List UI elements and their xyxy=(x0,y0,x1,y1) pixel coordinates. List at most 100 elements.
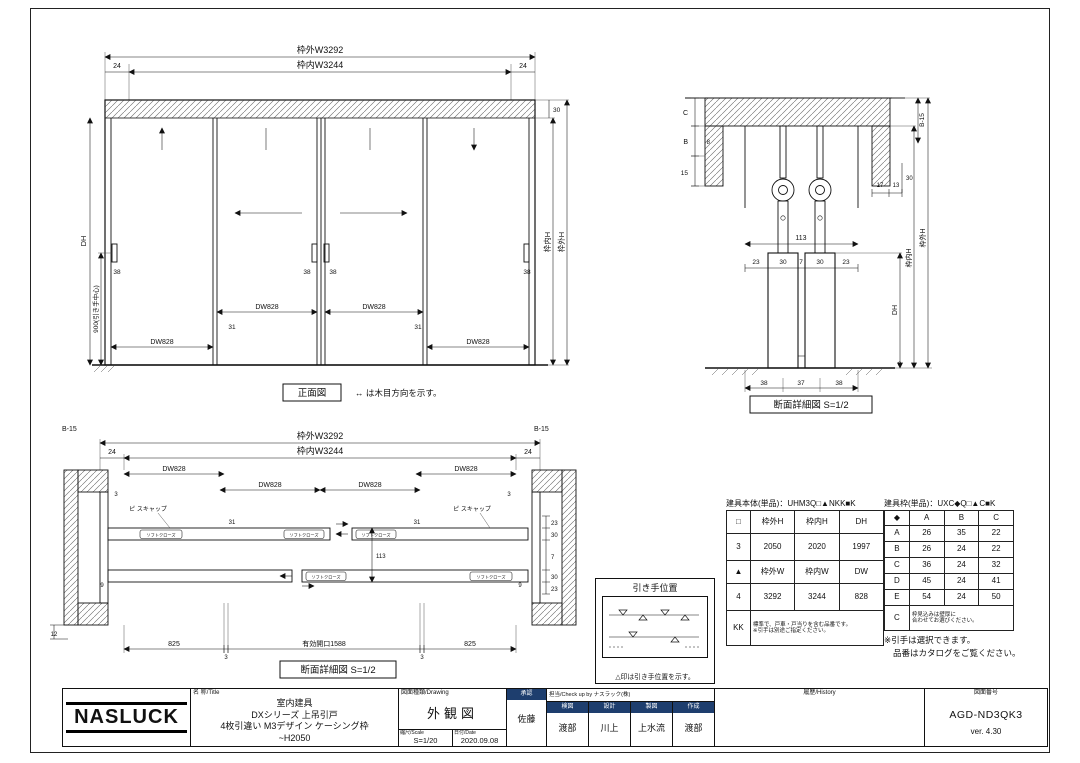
dim-dh: DH xyxy=(892,305,899,315)
dim-24-left: 24 xyxy=(108,449,116,456)
approver-cell: 承認 佐藤 xyxy=(507,689,547,746)
hanger-rail xyxy=(779,125,787,179)
soft-close-label: ソフトクローズ xyxy=(146,531,175,538)
cell: 35 xyxy=(943,525,980,542)
handle-box-title: 引き手位置 xyxy=(632,583,678,593)
cell: 枠内H xyxy=(794,510,840,534)
dim-30: 30 xyxy=(779,259,787,266)
cell: 26 xyxy=(908,541,945,558)
cell: DW xyxy=(838,560,885,584)
left-casing-bottom xyxy=(77,602,109,626)
dim-9: 9 xyxy=(518,583,522,589)
soft-close-label: ソフトクローズ xyxy=(476,573,505,580)
dim-c: C xyxy=(683,110,688,117)
cell: 1997 xyxy=(838,533,885,561)
dim-30: 30 xyxy=(553,107,561,114)
door-section xyxy=(804,252,836,369)
cell: B xyxy=(884,541,910,558)
dim-3: 3 xyxy=(507,492,511,498)
dim-113: 113 xyxy=(376,554,386,560)
dim-dw828: DW828 xyxy=(255,304,278,311)
cell: 36 xyxy=(908,557,945,574)
cell: 24 xyxy=(943,557,980,574)
dim-30: 30 xyxy=(816,259,824,266)
floor-guide xyxy=(797,355,806,369)
drawing-version: ver. 4.30 xyxy=(970,727,1002,736)
title-cell: 名 称/Title 室内建具 DXシリーズ 上吊引戸 4枚引違い M3デザイン … xyxy=(191,689,399,746)
handle-mark-triangle xyxy=(628,631,638,638)
door-plan xyxy=(301,569,529,583)
cell: 45 xyxy=(908,573,945,590)
cell: 枠外H xyxy=(749,510,796,534)
dim-38: 38 xyxy=(329,269,337,276)
handle-box-diagram xyxy=(602,596,708,658)
cell: □ xyxy=(726,510,751,534)
dim-8: 8 xyxy=(707,140,711,146)
grain-note: ↔ は木目方向を示す。 xyxy=(355,388,442,398)
cell: 22 xyxy=(978,541,1014,558)
dim-31: 31 xyxy=(229,520,236,526)
cell: ▲ xyxy=(726,560,751,584)
front-elevation-view: 枠外W3292 枠内W3244 24 24 38 38 38 38 DW828 … xyxy=(40,28,620,413)
cell: E xyxy=(884,589,910,606)
dim-30: 30 xyxy=(551,533,558,539)
cell: D xyxy=(884,573,910,590)
dim-3: 3 xyxy=(224,655,228,661)
cell: 3292 xyxy=(749,583,796,611)
roller-wheel xyxy=(808,178,832,202)
dim-30: 30 xyxy=(551,575,558,581)
date-cell: 日付/Date 2020.09.08 xyxy=(453,730,506,746)
dim-b: B xyxy=(683,139,688,146)
cell: A xyxy=(908,510,945,526)
checker-header: 検図 xyxy=(547,702,588,713)
frame-note-2: 合わせてお選びください。 xyxy=(911,618,978,624)
cell: C xyxy=(884,557,910,574)
checker-name: 川上 xyxy=(600,723,619,733)
dim-24-right: 24 xyxy=(519,63,527,70)
hanger-bracket xyxy=(814,200,826,254)
scale-header: 縮尺/Scale xyxy=(400,730,424,736)
product-title-line3: 4枚引違い M3デザイン ケーシング枠 xyxy=(220,721,369,732)
door-handle xyxy=(311,243,318,263)
title-block: NASLUCK 名 称/Title 室内建具 DXシリーズ 上吊引戸 4枚引違い… xyxy=(62,688,1048,747)
dim-outer-width: 枠外W3292 xyxy=(297,430,344,441)
handle-box-note: △印は引き手位置を示す。 xyxy=(615,674,695,681)
checker-header: 製図 xyxy=(631,702,672,713)
top-frame-beam xyxy=(704,97,891,127)
right-casing-bottom xyxy=(531,602,563,626)
cell: 3 xyxy=(726,533,751,561)
cell: 枠内W xyxy=(794,560,840,584)
cell: KK xyxy=(726,610,751,646)
body-spec-table: □ 枠外H 枠内H DH 3 2050 2020 1997 ▲ 枠外W 枠内W … xyxy=(726,510,885,646)
drawing-type-value: 外観図 xyxy=(426,706,478,721)
cell: 2050 xyxy=(749,533,796,561)
select-note-2: 品番はカタログをご覧ください。 xyxy=(893,648,1021,659)
kk-note-cell: 標準で、戸車・戸当りを含む品番です。 ※引手は別途ご指定ください。 xyxy=(749,610,885,646)
cell: 32 xyxy=(978,557,1014,574)
dim-23: 23 xyxy=(752,259,760,266)
frame-spec-table-wrap: 建具枠(単品)：UXC◆Q□▲C■K ◆ A B C A 26 35 22 B … xyxy=(884,498,1015,631)
cell: 24 xyxy=(943,573,980,590)
dim-inner-height: 枠内H xyxy=(904,248,913,267)
dim-825: 825 xyxy=(168,641,180,648)
section-caption: 断面詳細図 S=1/2 xyxy=(773,399,848,411)
dim-38: 38 xyxy=(303,269,311,276)
scale-cell: 縮尺/Scale S=1/20 xyxy=(399,730,453,746)
front-view-caption: 正面図 xyxy=(298,388,327,399)
plan-caption: 断面詳細図 S=1/2 xyxy=(300,664,375,676)
check-header: 担当/Check up by ナスラック(株) xyxy=(547,689,714,702)
dim-b15-left: B-15 xyxy=(62,426,77,433)
cell: 26 xyxy=(908,525,945,542)
left-jamb xyxy=(99,491,109,604)
product-title-line2: DXシリーズ 上吊引戸 xyxy=(251,709,338,720)
cell: 828 xyxy=(838,583,885,611)
dim-dw828: DW828 xyxy=(362,304,385,311)
drawing-type-cell: 図面種類/Drawing 外観図 縮尺/Scale S=1/20 日付/Date… xyxy=(399,689,507,746)
hanger-rail xyxy=(816,125,824,179)
checker-col: 製図 上水流 xyxy=(631,702,673,746)
drawing-number: AGD-ND3QK3 xyxy=(949,709,1023,721)
plan-section-view: B-15 B-15 枠外W3292 枠内W3244 24 24 DW828 DW… xyxy=(40,413,620,688)
cell: 2020 xyxy=(794,533,840,561)
sheet-border xyxy=(30,8,1050,753)
dim-31: 31 xyxy=(414,520,421,526)
